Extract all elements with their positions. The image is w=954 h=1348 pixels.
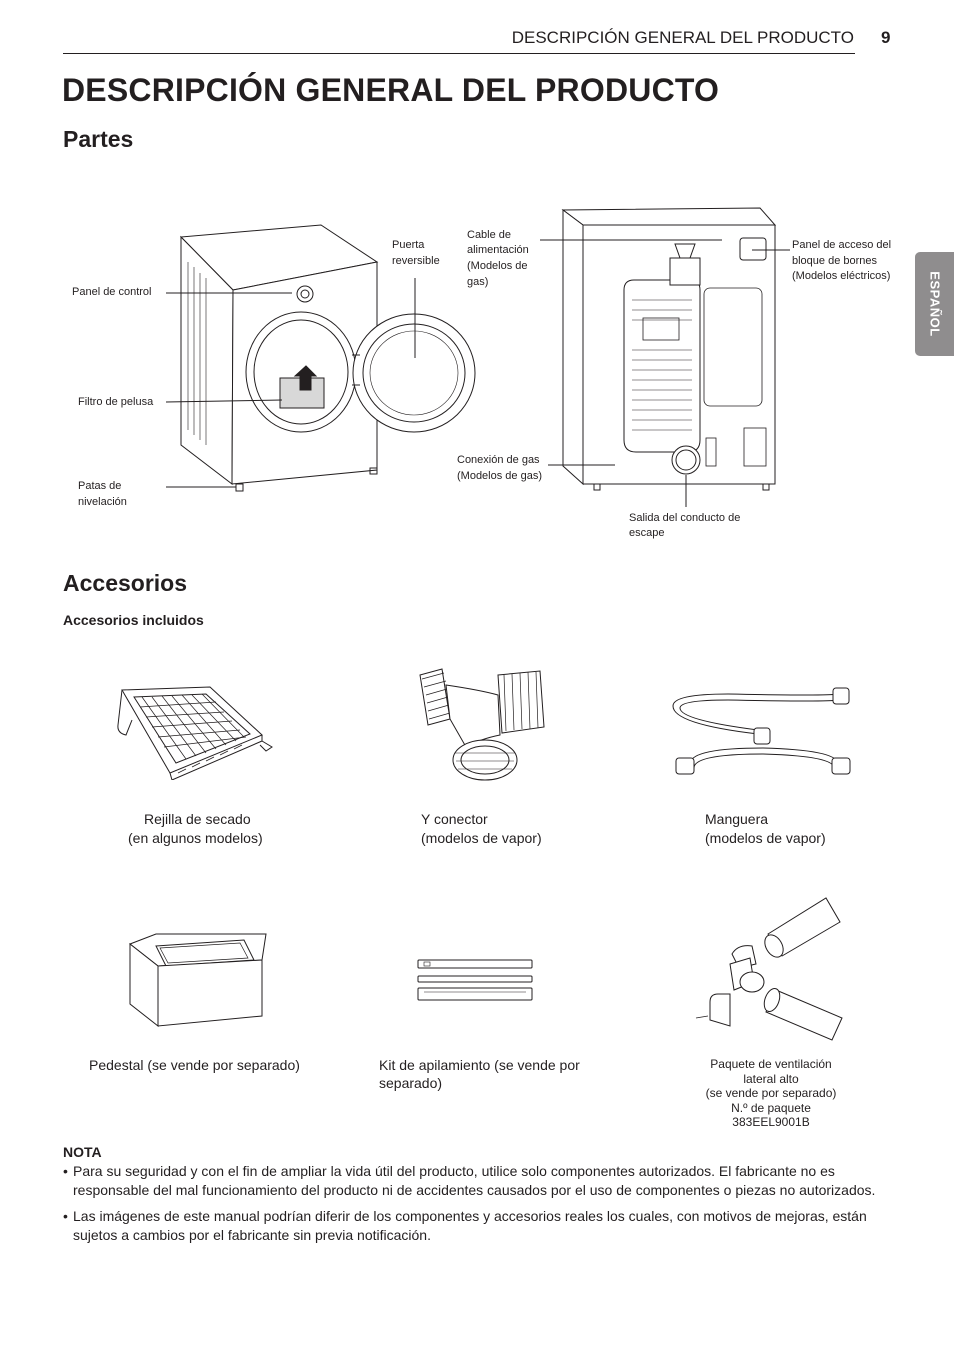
label-lint-filter: Filtro de pelusa	[78, 396, 154, 408]
note-item: • Para su seguridad y con el fin de ampl…	[63, 1162, 883, 1200]
label-leveling-feet-line2: nivelación	[78, 496, 127, 508]
language-side-tab: ESPAÑOL	[915, 252, 954, 356]
label-gas-connection-line1: Conexión de gas	[457, 454, 540, 466]
label-leveling-feet-line1: Patas de	[78, 480, 122, 492]
accessories-heading: Accesorios	[63, 570, 188, 596]
parts-heading: Partes	[63, 126, 134, 152]
y-connector-illustration	[419, 668, 545, 781]
label-control-panel: Panel de control	[72, 286, 152, 298]
caption-drying-rack-line1: Rejilla de secado	[144, 811, 251, 827]
caption-drying-rack-line2: (en algunos modelos)	[128, 830, 263, 846]
note-title: NOTA	[63, 1144, 102, 1160]
caption-y-connector-line2: (modelos de vapor)	[421, 830, 542, 846]
page-number: 9	[881, 28, 891, 47]
label-reversible-door-line2: reversible	[392, 255, 440, 267]
note-item: • Las imágenes de este manual podrían di…	[63, 1207, 883, 1245]
caption-vent-kit-line4: N.º de paquete	[731, 1100, 811, 1115]
caption-hose-line1: Manguera	[705, 811, 769, 827]
label-exhaust-line1: Salida del conducto de	[629, 512, 741, 524]
label-power-cord-line3: (Modelos de	[467, 260, 528, 272]
note-bullet: •	[63, 1208, 68, 1224]
parts-diagram	[165, 207, 790, 507]
note-bullet: •	[63, 1163, 68, 1179]
accessories-subheading: Accesorios incluidos	[63, 612, 204, 628]
vent-kit-illustration	[695, 897, 843, 1041]
note-item-text: Las imágenes de este manual podrían dife…	[73, 1208, 867, 1243]
label-terminal-panel-line2: bloque de bornes	[792, 255, 878, 267]
label-power-cord-line4: gas)	[467, 276, 489, 288]
label-gas-connection-line2: (Modelos de gas)	[457, 470, 542, 482]
hose-illustration	[672, 687, 851, 775]
caption-pedestal: Pedestal (se vende por separado)	[89, 1057, 300, 1073]
stacking-kit-illustration	[417, 959, 533, 1001]
caption-vent-kit-line5: 383EEL9001B	[732, 1115, 810, 1129]
running-header-title: DESCRIPCIÓN GENERAL DEL PRODUCTO	[511, 28, 854, 47]
back-dryer-illustration	[561, 207, 777, 491]
label-terminal-panel-line1: Panel de acceso del	[792, 239, 892, 251]
caption-y-connector-line1: Y conector	[421, 811, 488, 827]
caption-stacking-kit-line2: separado)	[379, 1075, 443, 1091]
label-exhaust-line2: escape	[629, 527, 665, 539]
caption-vent-kit-line2: lateral alto	[743, 1071, 799, 1086]
caption-vent-kit: Paquete de ventilación lateral alto (se …	[690, 1057, 852, 1130]
caption-hose-line2: (modelos de vapor)	[705, 830, 826, 846]
caption-vent-kit-line1: Paquete de ventilación	[710, 1057, 832, 1071]
label-power-cord-line1: Cable de	[467, 229, 512, 241]
label-reversible-door-line1: Puerta	[392, 239, 425, 251]
caption-vent-kit-line3: (se vende por separado)	[705, 1086, 837, 1100]
pedestal-illustration	[128, 933, 267, 1028]
front-dryer-illustration	[179, 224, 476, 492]
label-terminal-panel-line3: (Modelos eléctricos)	[792, 270, 891, 282]
note-list: • Para su seguridad y con el fin de ampl…	[63, 1162, 883, 1252]
caption-stacking-kit-line1: Kit de apilamiento (se vende por	[379, 1057, 580, 1073]
label-power-cord-line2: alimentación	[467, 244, 529, 256]
header-rule	[63, 53, 855, 54]
note-item-text: Para su seguridad y con el fin de amplia…	[73, 1163, 876, 1198]
drying-rack-illustration	[117, 686, 273, 780]
page-title: DESCRIPCIÓN GENERAL DEL PRODUCTO	[62, 72, 720, 108]
